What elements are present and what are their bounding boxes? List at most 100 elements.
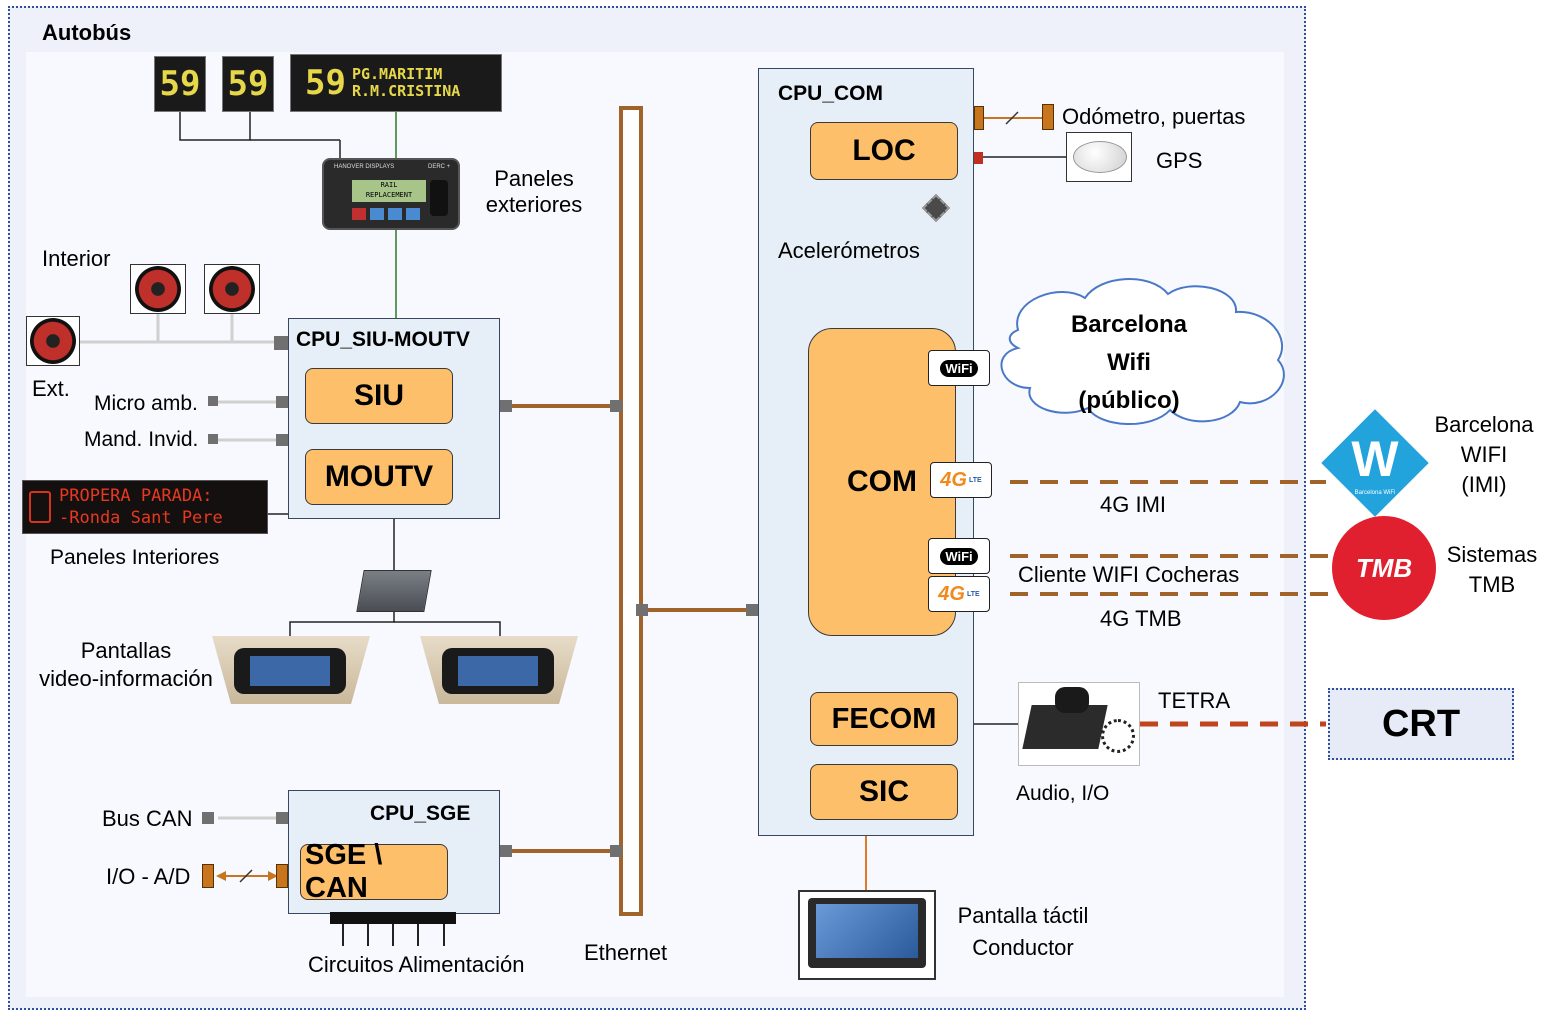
ethernet-port-siu: [610, 400, 622, 412]
route-number-display-2: 59: [222, 56, 274, 112]
4g-icon: 4G: [940, 468, 967, 492]
display-controller: HANOVER DISPLAYS DERC + RAIL REPLACEMENT: [322, 158, 460, 230]
radio-handset-icon: [1055, 687, 1089, 713]
controller-f-button: [352, 208, 366, 220]
io-ad-connector: [202, 864, 214, 888]
bus-title: Autobús: [42, 20, 132, 45]
interior-led-panel: PROPERA PARADA: -Ronda Sant Pere: [22, 480, 268, 534]
touch-screen-bezel: [808, 898, 926, 968]
barcelona-wifi-logo-text: Barcelona WiFi: [1354, 490, 1396, 496]
controller-card-slot: [430, 180, 448, 216]
chip-body: [921, 193, 951, 223]
barcelona-wifi-cloud: Barcelona Wifi (público): [1046, 306, 1212, 420]
destination-line-1: PG.MARITIM: [351, 65, 443, 83]
ethernet-port-com-bus: [636, 604, 648, 616]
gps-label: GPS: [1156, 148, 1203, 173]
exterior-panels-label-2: exteriores: [485, 192, 583, 217]
bcn-label-3: (IMI): [1461, 472, 1507, 497]
io-ad-label: I/O - A/D: [106, 864, 191, 889]
sge-can-module: SGE \ CAN: [300, 839, 448, 904]
touch-label-1: Pantalla táctil: [957, 903, 1089, 928]
siu-module: SIU: [305, 368, 453, 424]
loc-module: LOC: [810, 122, 958, 180]
video-screen-2-display: [458, 656, 538, 686]
sge-ethernet-port: [500, 845, 512, 857]
cpu-com-title: CPU_COM: [778, 82, 884, 105]
wifi-badge-cocheras: WiFi: [928, 538, 990, 574]
controller-model: DERC +: [428, 164, 451, 170]
tmb-logo-text: TMB: [1355, 552, 1413, 583]
siu-ethernet-port: [500, 400, 512, 412]
exterior-speaker: [26, 316, 80, 366]
video-screen-1-display: [250, 656, 330, 686]
touch-screen-label: Pantalla táctil Conductor: [942, 900, 1104, 964]
gps-antenna: [1066, 132, 1132, 182]
micro-port: [276, 396, 288, 408]
video-screens-label-1: Pantallas: [80, 638, 172, 663]
crt-box: CRT: [1328, 688, 1514, 760]
controller-screen-line-2: REPLACEMENT: [365, 191, 413, 199]
controller-screen-line-1: RAIL: [380, 181, 398, 189]
video-screen-1: [212, 636, 370, 704]
lte-label: LTE: [966, 590, 980, 598]
barcelona-wifi-imi-label: Barcelona WIFI (IMI): [1424, 410, 1544, 500]
ethernet-port-com: [746, 604, 758, 616]
odometer-connector: [1042, 104, 1054, 130]
interior-speakers-label: Interior: [42, 246, 111, 271]
exterior-panels-label: Paneles exteriores: [472, 166, 596, 218]
interior-speaker-1: [130, 264, 186, 314]
video-screen-2: [420, 636, 578, 704]
driver-touch-screen: [798, 890, 936, 980]
odometer-port: [974, 106, 984, 130]
radio-cable-icon: [1101, 719, 1135, 753]
io-port: [276, 864, 288, 888]
sic-module: SIC: [810, 764, 958, 820]
circuits-label: Circuitos Alimentación: [308, 952, 525, 977]
touch-screen-display: [816, 904, 918, 958]
4g-icon: 4G: [938, 582, 965, 606]
mand-invid-label: Mand. Invid.: [84, 428, 199, 451]
wifi-badge-public: WiFi: [928, 350, 990, 386]
bus-can-label: Bus CAN: [102, 806, 193, 831]
tmb-systems-label: Sistemas TMB: [1436, 540, 1548, 600]
link-cocheras-label: Cliente WIFI Cocheras: [1018, 562, 1240, 587]
cloud-line-2: Wifi: [1107, 349, 1151, 376]
accelerometers-label: Acelerómetros: [778, 238, 920, 263]
exterior-panels-label-1: Paneles: [494, 166, 574, 191]
touch-label-2: Conductor: [972, 935, 1074, 960]
bus-icon: [29, 491, 51, 523]
controller-button-2: [388, 208, 402, 220]
barcelona-wifi-logo: W Barcelona WiFi: [1320, 408, 1430, 518]
ethernet-port-sge: [610, 845, 622, 857]
speaker-cone-icon: [209, 266, 255, 312]
destination-line-2: R.M.CRISTINA: [351, 82, 461, 100]
controller-screen: RAIL REPLACEMENT: [352, 180, 426, 202]
micro-connector: [208, 396, 218, 406]
audio-io-label: Audio, I/O: [1016, 782, 1110, 805]
cpu-siu-moutv-title: CPU_SIU-MOUTV: [296, 328, 470, 351]
link-4g-imi-label: 4G IMI: [1100, 492, 1167, 517]
gps-dome-icon: [1073, 141, 1127, 173]
mand-connector: [208, 434, 218, 444]
cloud-line-3: (público): [1078, 387, 1180, 414]
interior-panels-label: Paneles Interiores: [50, 546, 220, 569]
route-number-display-1: 59: [154, 56, 206, 112]
destination-route-number: 59: [305, 63, 346, 103]
bcn-label-2: WIFI: [1460, 442, 1508, 467]
controller-button-3: [406, 208, 420, 220]
speaker-cone-icon: [135, 266, 181, 312]
network-switch: [356, 570, 432, 612]
tmb-logo: TMB: [1332, 516, 1436, 620]
speaker-port: [274, 336, 288, 350]
barcelona-wifi-w-icon: W: [1351, 431, 1399, 487]
fecom-module: FECOM: [810, 692, 958, 746]
video-screen-2-bezel: [442, 648, 554, 694]
bcn-label-1: Barcelona: [1434, 412, 1534, 437]
lte-label: LTE: [968, 476, 982, 484]
exterior-speaker-label: Ext.: [32, 376, 70, 401]
odometer-label: Odómetro, puertas: [1062, 104, 1246, 129]
ethernet-label: Ethernet: [584, 940, 668, 965]
